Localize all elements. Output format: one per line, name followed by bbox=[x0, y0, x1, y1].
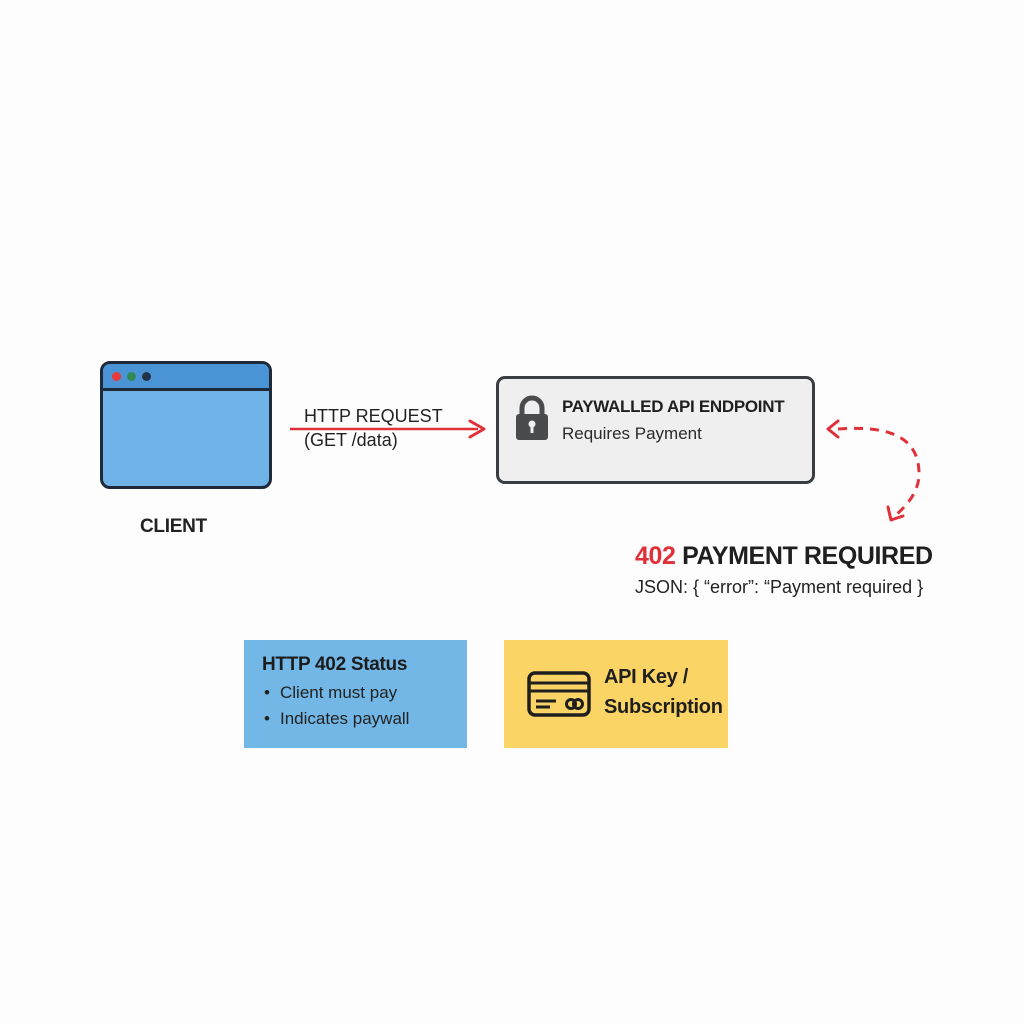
http-402-status-card: HTTP 402 Status Client must pay Indicate… bbox=[244, 640, 467, 748]
paywalled-endpoint-box: PAYWALLED API ENDPOINT Requires Payment bbox=[496, 376, 815, 484]
request-path-label: (GET /data) bbox=[304, 430, 398, 450]
status-card-bullets: Client must pay Indicates paywall bbox=[262, 680, 467, 732]
status-text: PAYMENT REQUIRED bbox=[682, 542, 933, 570]
browser-window-icon bbox=[100, 361, 272, 489]
response-status: 402 PAYMENT REQUIRED bbox=[635, 542, 933, 571]
response-json: JSON: { “error”: “Payment required } bbox=[635, 577, 924, 597]
green-dot-icon bbox=[127, 371, 136, 381]
request-label: HTTP REQUEST (GET /data) bbox=[304, 404, 443, 452]
api-key-subscription-card: API Key / Subscription bbox=[504, 640, 728, 748]
request-method-label: HTTP REQUEST bbox=[304, 406, 443, 426]
endpoint-subtitle: Requires Payment bbox=[562, 424, 702, 443]
red-dot-icon bbox=[112, 371, 121, 381]
status-card-title: HTTP 402 Status bbox=[262, 654, 408, 675]
window-titlebar bbox=[103, 364, 269, 391]
payment-card-title-line1: API Key / bbox=[604, 666, 688, 688]
response-arrow-dashed bbox=[826, 419, 921, 522]
bullet-item: Indicates paywall bbox=[262, 706, 467, 732]
client-label: CLIENT bbox=[140, 516, 207, 537]
payment-card-title-line2: Subscription bbox=[604, 696, 723, 718]
status-code: 402 bbox=[635, 542, 676, 570]
credit-card-icon bbox=[527, 671, 591, 717]
bullet-item: Client must pay bbox=[262, 680, 467, 706]
payment-card-title: API Key / Subscription bbox=[604, 662, 723, 722]
endpoint-title: PAYWALLED API ENDPOINT bbox=[562, 397, 785, 416]
lock-icon bbox=[516, 395, 548, 440]
dark-dot-icon bbox=[142, 371, 151, 381]
